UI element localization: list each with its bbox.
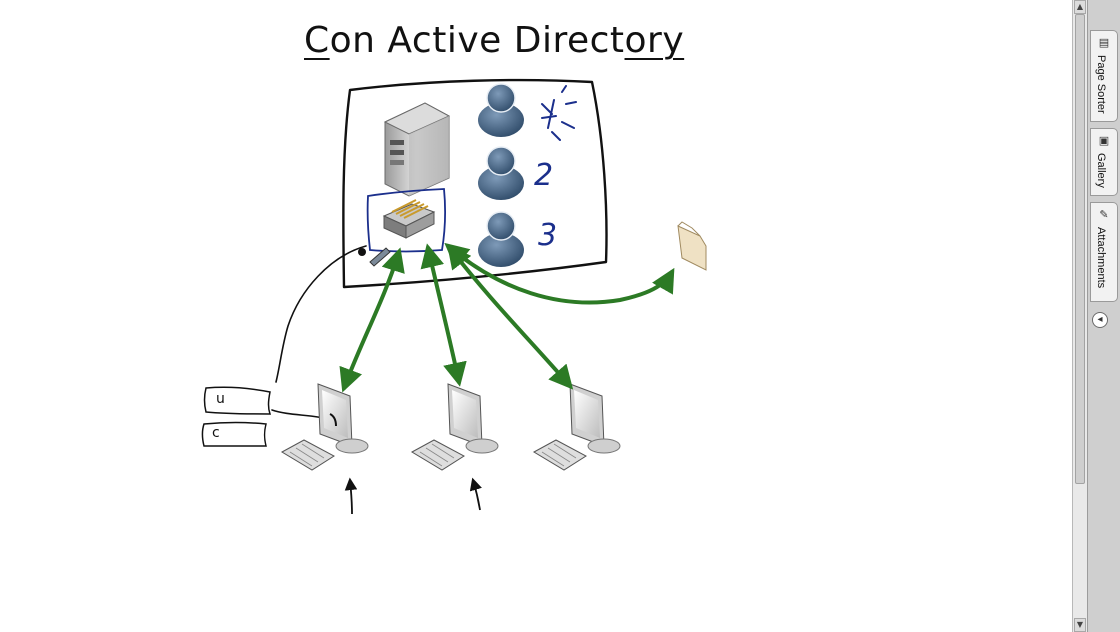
link-arrow-1 <box>339 247 405 393</box>
user-number-2: 2 <box>534 158 554 193</box>
label-box-c <box>201 421 267 447</box>
server-icon <box>383 102 451 197</box>
scroll-down-icon[interactable]: ▼ <box>1074 618 1086 632</box>
user-icon-1 <box>478 83 524 137</box>
tab-attachments[interactable]: ✎ Attachments <box>1090 202 1118 302</box>
tab-page-sorter-label: Page Sorter <box>1095 55 1107 114</box>
computer-icon-1 <box>280 383 369 471</box>
tab-gallery-label: Gallery <box>1095 153 1107 188</box>
scribble-mark <box>541 85 577 141</box>
label-box-u <box>203 386 272 415</box>
diagram-drawing <box>201 78 707 515</box>
label-box-c-text: c <box>212 425 220 441</box>
user-icon-2 <box>478 146 524 200</box>
gallery-icon: ▣ <box>1098 134 1110 147</box>
scroll-up-icon[interactable]: ▲ <box>1074 0 1086 14</box>
collapse-panel-icon[interactable]: ◂ <box>1092 312 1108 328</box>
user-icon-3 <box>478 211 524 267</box>
paperclip-icon: ✎ <box>1099 208 1109 221</box>
scrollbar-thumb[interactable] <box>1075 14 1085 484</box>
link-arrow-4 <box>444 242 675 305</box>
pointer-arrow-1 <box>344 477 358 515</box>
user-number-3: 3 <box>538 218 558 253</box>
folder-icon <box>677 221 707 271</box>
page-sorter-icon: ▤ <box>1098 36 1110 49</box>
whiteboard-canvas[interactable]: Con Active Directory <box>0 0 1072 632</box>
tab-gallery[interactable]: ▣ Gallery <box>1090 128 1118 196</box>
pointer-arrow-2 <box>469 477 482 511</box>
tab-attachments-label: Attachments <box>1095 227 1107 289</box>
label-box-u-text: u <box>216 391 225 407</box>
tab-page-sorter[interactable]: ▤ Page Sorter <box>1090 30 1118 122</box>
link-arrow-2 <box>420 243 467 387</box>
computer-icon-2 <box>410 383 499 471</box>
computer-icon-3 <box>532 383 621 471</box>
vertical-scrollbar[interactable]: ▲ ▼ <box>1072 0 1087 632</box>
page-title: Con Active Directory <box>304 20 685 61</box>
database-icon <box>382 199 436 239</box>
